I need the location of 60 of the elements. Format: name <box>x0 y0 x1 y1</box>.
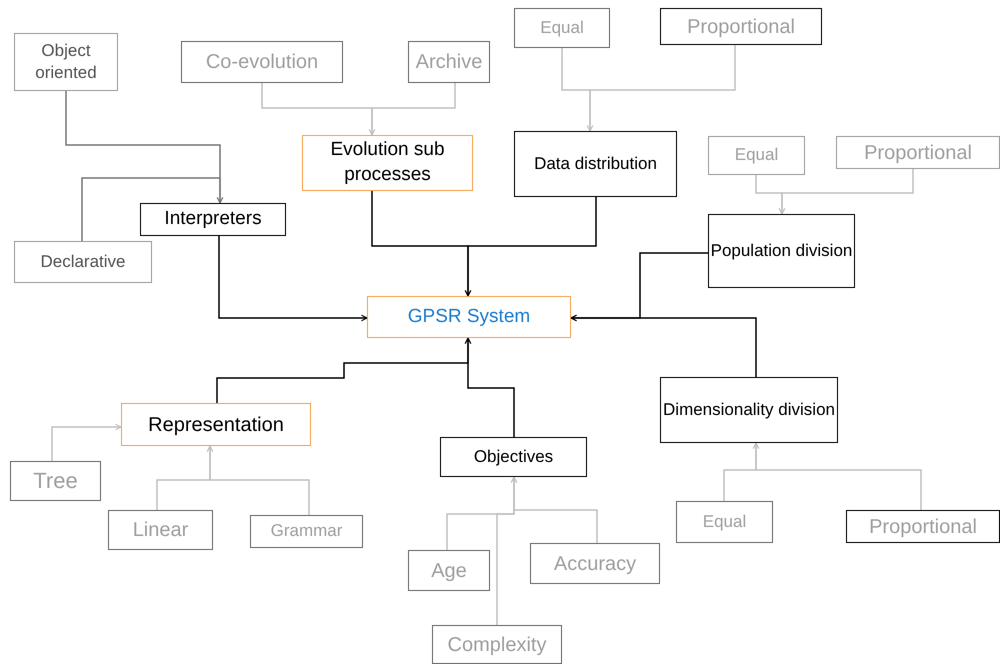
node-text: Interpreters <box>164 207 262 232</box>
highlighted-box <box>121 403 311 446</box>
node-text: Data distribution <box>534 152 657 175</box>
node-text: Dimensionality division <box>663 398 835 421</box>
node-text: Declarative <box>40 250 126 273</box>
node-text: Complexity <box>448 632 546 658</box>
node-text: Linear <box>132 518 188 543</box>
node-text: Population division <box>710 240 852 262</box>
concept-box <box>514 131 677 197</box>
node-text: Objectives <box>474 446 554 468</box>
concept-box <box>708 214 855 288</box>
concept-box <box>660 377 838 443</box>
concept-box <box>10 461 101 501</box>
concept-box <box>14 241 152 283</box>
concept-box <box>514 8 610 48</box>
concept-box <box>676 501 773 543</box>
node-text: Equal <box>734 144 778 166</box>
node-text: Age <box>431 558 467 584</box>
highlighted-box <box>302 135 473 191</box>
arrow <box>570 314 757 377</box>
node-text: Tree <box>33 466 78 495</box>
concept-box <box>660 8 822 45</box>
highlighted-box <box>367 296 571 338</box>
arrow <box>81 177 224 241</box>
arrow <box>368 83 456 136</box>
arrow <box>206 445 310 515</box>
arrow <box>586 45 736 132</box>
concept-box <box>408 41 490 83</box>
arrow <box>464 197 597 297</box>
node-text: Proportional <box>687 14 795 40</box>
arrow <box>752 442 922 510</box>
concept-box <box>14 33 118 91</box>
concept-box <box>440 437 587 477</box>
concept-box <box>708 136 805 175</box>
node-text: Equal <box>540 16 584 39</box>
concept-box <box>530 543 660 584</box>
concept-box <box>250 515 363 548</box>
node-text: Object oriented <box>34 40 98 84</box>
node-text: Archive <box>416 50 482 75</box>
node-text: Equal <box>702 510 746 533</box>
arrow <box>778 169 914 215</box>
node-text: Representation <box>148 412 284 438</box>
arrow <box>218 236 368 322</box>
node-text: Accuracy <box>554 552 636 576</box>
node-text: Grammar <box>270 520 342 542</box>
concept-box <box>181 41 343 83</box>
node-text: Co-evolution <box>206 50 318 75</box>
concept-box <box>836 136 1000 169</box>
node-text: Evolution sub processes <box>329 138 446 187</box>
concept-box <box>108 510 213 550</box>
arrow <box>51 424 122 461</box>
node-text: Proportional <box>864 140 972 166</box>
node-text: Proportional <box>869 514 977 540</box>
concept-box <box>432 625 562 664</box>
concept-box <box>408 550 490 591</box>
concept-box <box>846 510 1000 543</box>
concept-box <box>140 203 286 236</box>
node-text: GPSR System <box>408 304 530 329</box>
arrow <box>496 476 518 625</box>
arrow <box>464 337 515 437</box>
